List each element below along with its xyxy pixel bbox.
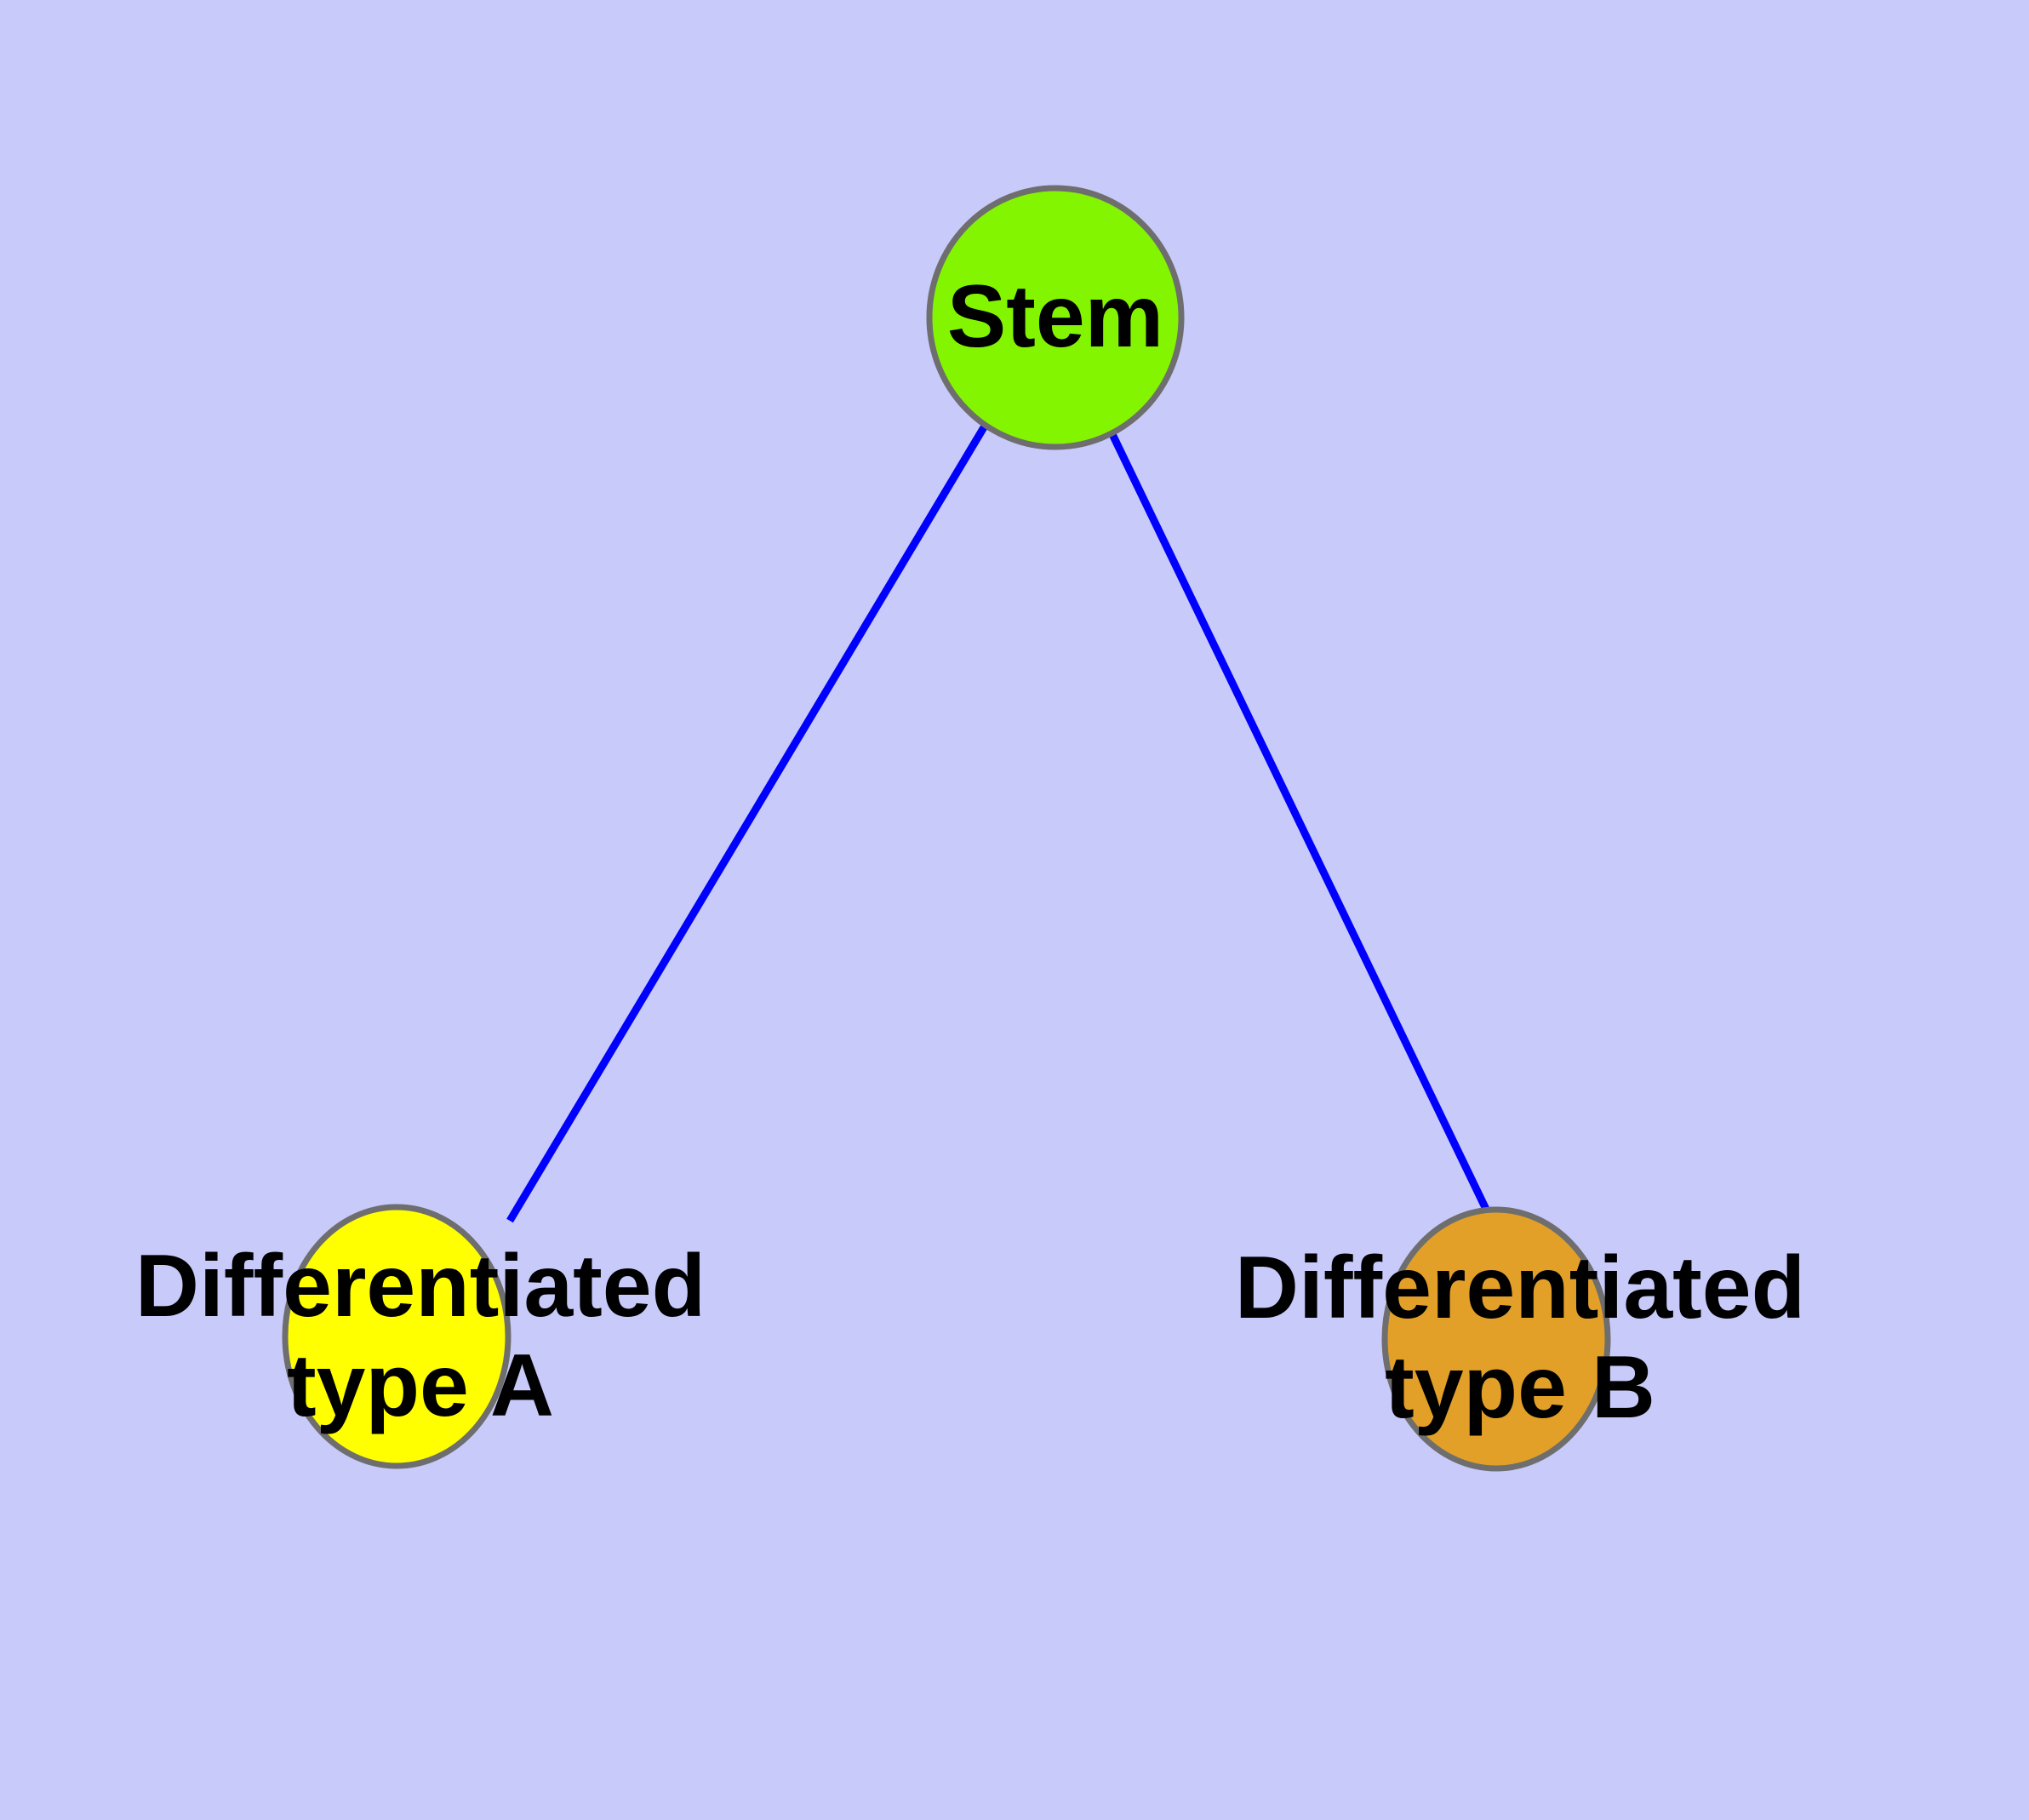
node-label-diff-a-line-1: Differentiated: [135, 1237, 706, 1336]
node-label-diff-b-line-1: Differentiated: [1235, 1239, 1805, 1337]
graph-edge-stem-to-diff-b[interactable]: [1107, 431, 1497, 1225]
edges-layer: [506, 425, 1497, 1225]
graph-node-diff-b[interactable]: [1381, 1206, 1611, 1472]
graph-node-diff-a[interactable]: [282, 1204, 512, 1469]
node-label-diff-a-line-2: type A: [287, 1336, 554, 1435]
graph-node-stem[interactable]: [926, 185, 1185, 450]
graph-edge-stem-to-diff-a[interactable]: [506, 425, 987, 1223]
node-label-stem-line-1: Stem: [947, 267, 1163, 366]
nodes-layer: [282, 185, 1611, 1472]
node-label-diff-b-line-2: type B: [1385, 1338, 1655, 1437]
